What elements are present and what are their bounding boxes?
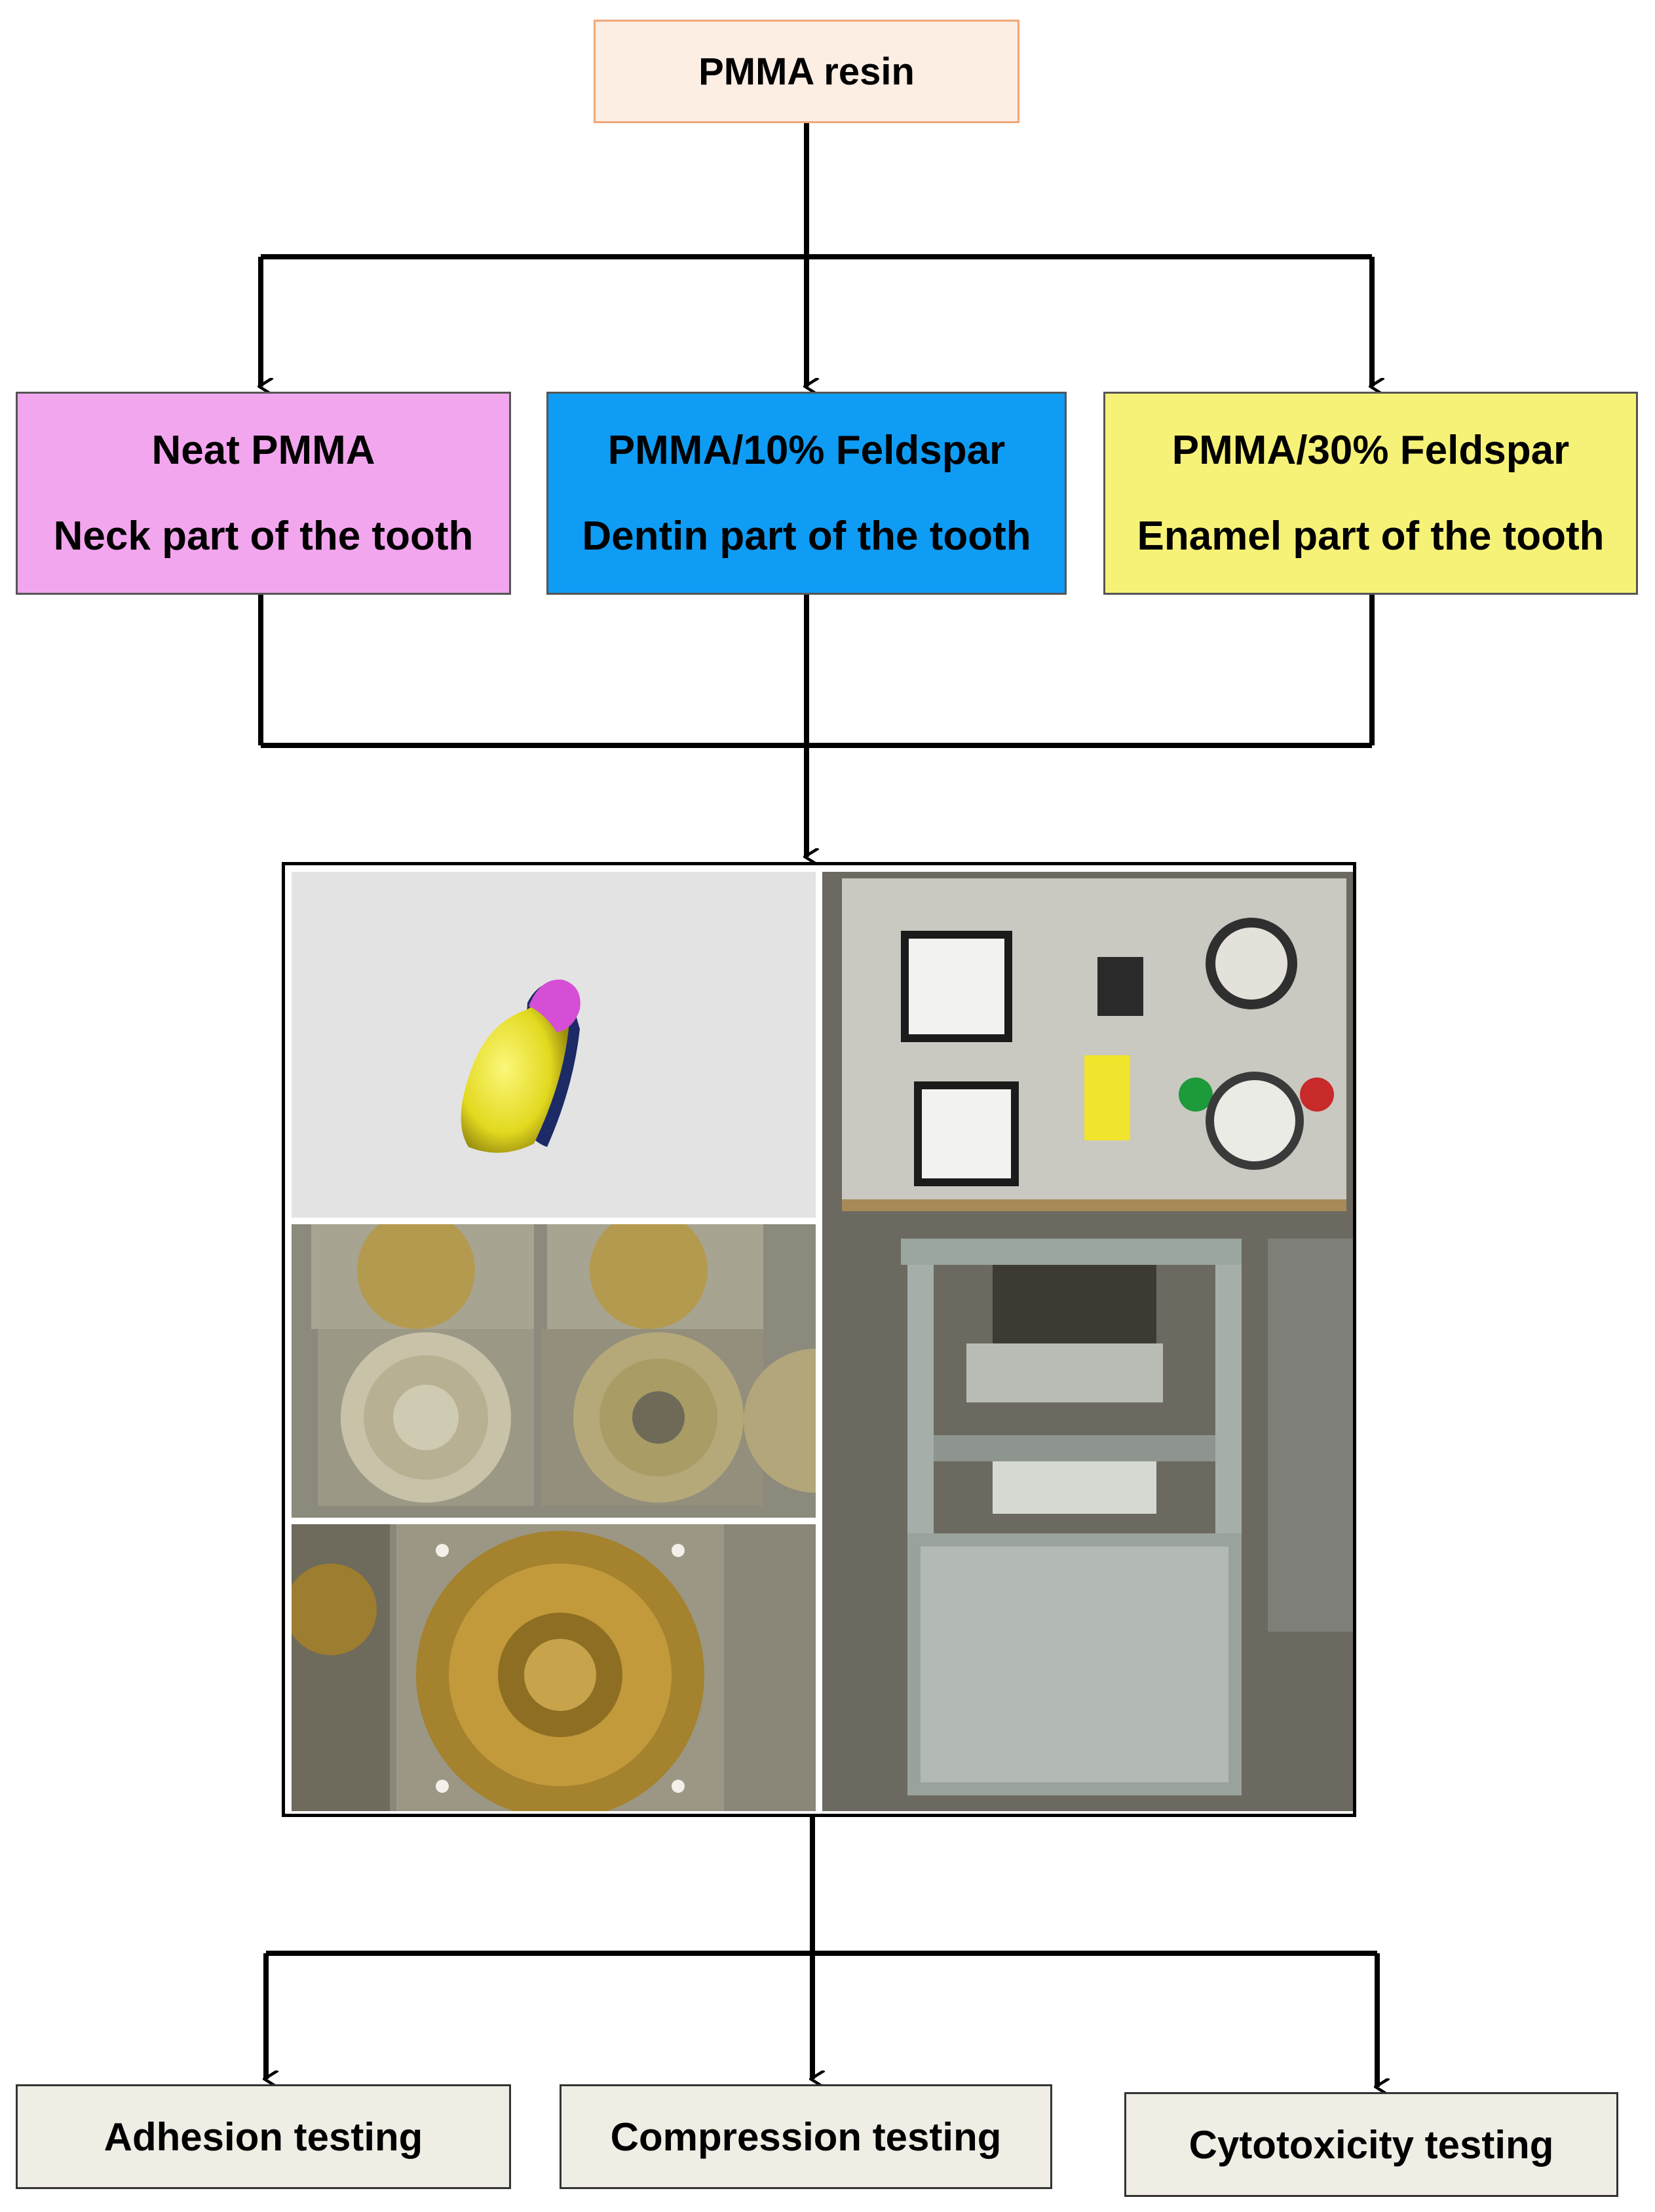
photo-collage	[282, 862, 1356, 1817]
mold-closeup-photo	[292, 1524, 816, 1811]
adhesion-testing-box: Adhesion testing	[16, 2084, 511, 2189]
neat-pmma-box: Neat PMMA Neck part of the tooth	[16, 392, 511, 595]
cytotoxicity-testing-box: Cytotoxicity testing	[1124, 2092, 1618, 2197]
mold-closeup-icon	[292, 1524, 816, 1811]
neat-pmma-part: Neck part of the tooth	[53, 514, 474, 559]
cytotoxicity-testing-label: Cytotoxicity testing	[1189, 2122, 1554, 2167]
molds-photo-icon	[292, 1224, 816, 1518]
neat-pmma-name: Neat PMMA	[151, 428, 375, 473]
pmma-resin-label: PMMA resin	[698, 50, 915, 93]
tooth-render-icon	[461, 979, 580, 1153]
pmma-30-feldspar-part: Enamel part of the tooth	[1137, 514, 1605, 559]
tooth-3d-render	[292, 872, 816, 1218]
adhesion-testing-label: Adhesion testing	[104, 2114, 423, 2159]
pmma-resin-box: PMMA resin	[594, 20, 1019, 123]
compression-testing-label: Compression testing	[610, 2114, 1002, 2159]
pmma-10-feldspar-name: PMMA/10% Feldspar	[607, 428, 1006, 473]
compression-testing-box: Compression testing	[560, 2084, 1052, 2189]
tooth-molds-photo	[292, 1224, 816, 1518]
pmma-10-feldspar-part: Dentin part of the tooth	[582, 514, 1031, 559]
pmma-30-feldspar-name: PMMA/30% Feldspar	[1171, 428, 1570, 473]
pmma-30-feldspar-box: PMMA/30% Feldspar Enamel part of the too…	[1103, 392, 1638, 595]
pmma-10-feldspar-box: PMMA/10% Feldspar Dentin part of the too…	[546, 392, 1067, 595]
press-photo-icon	[822, 872, 1353, 1811]
hydraulic-press-photo	[822, 872, 1353, 1811]
